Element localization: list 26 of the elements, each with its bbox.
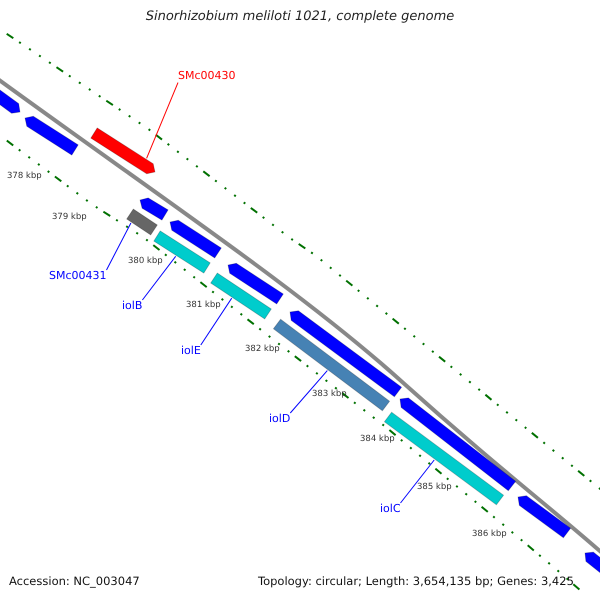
scale-label: 382 kbp xyxy=(245,345,280,355)
leader-line xyxy=(400,460,435,504)
gene-feature xyxy=(126,208,158,236)
leader-line xyxy=(146,82,178,159)
scale-label: 378 kbp xyxy=(7,172,42,182)
scale-label: 384 kbp xyxy=(360,435,395,445)
footer-text: Accession: NC_003047 xyxy=(9,575,140,588)
scale-label: 383 kbp xyxy=(312,390,347,400)
gene-feature xyxy=(90,127,156,174)
leader-line xyxy=(142,256,176,300)
title: Sinorhizobium meliloti 1021, complete genome xyxy=(144,10,456,25)
footer-text: Topology: circular; Length: 3,654,135 bp; Genes: 3,425 xyxy=(258,575,574,588)
scale-label: 386 kbp xyxy=(472,530,507,540)
gene-label: iolC xyxy=(380,503,401,516)
gene-label: SMc00430 xyxy=(178,70,236,83)
leader-line xyxy=(200,298,232,346)
gene-label: iolB xyxy=(122,300,142,313)
gene-label: SMc00431 xyxy=(49,270,107,283)
gene-label: iolE xyxy=(181,345,201,358)
gene-label: iolD xyxy=(269,413,290,426)
scale-label: 385 kbp xyxy=(417,483,452,493)
scale-label: 379 kbp xyxy=(52,213,87,223)
scale-label: 381 kbp xyxy=(186,301,221,311)
leader-line xyxy=(290,370,328,414)
leader-line xyxy=(106,222,132,270)
scale-label: 380 kbp xyxy=(128,257,163,267)
